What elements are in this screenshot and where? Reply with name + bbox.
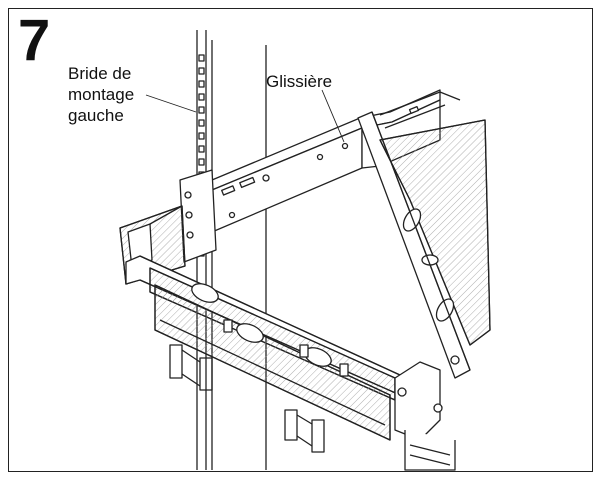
flange-leader — [145, 94, 197, 113]
cable-management-arm — [125, 255, 401, 441]
left-flange-label-line-3: gauche — [68, 106, 124, 125]
arm-hinge — [394, 361, 456, 471]
slide-leader — [321, 89, 345, 143]
step-number: 7 — [18, 8, 51, 73]
slide-rail-label: Glissière — [266, 72, 333, 91]
left-flange-label-line-2: montage — [68, 85, 135, 104]
cable-straps — [169, 344, 325, 453]
cable-management-arm-rear — [357, 111, 491, 379]
left-flange-label-line-1: Bride de — [68, 64, 132, 83]
figure-frame — [8, 8, 593, 472]
left-bracket — [179, 169, 217, 263]
